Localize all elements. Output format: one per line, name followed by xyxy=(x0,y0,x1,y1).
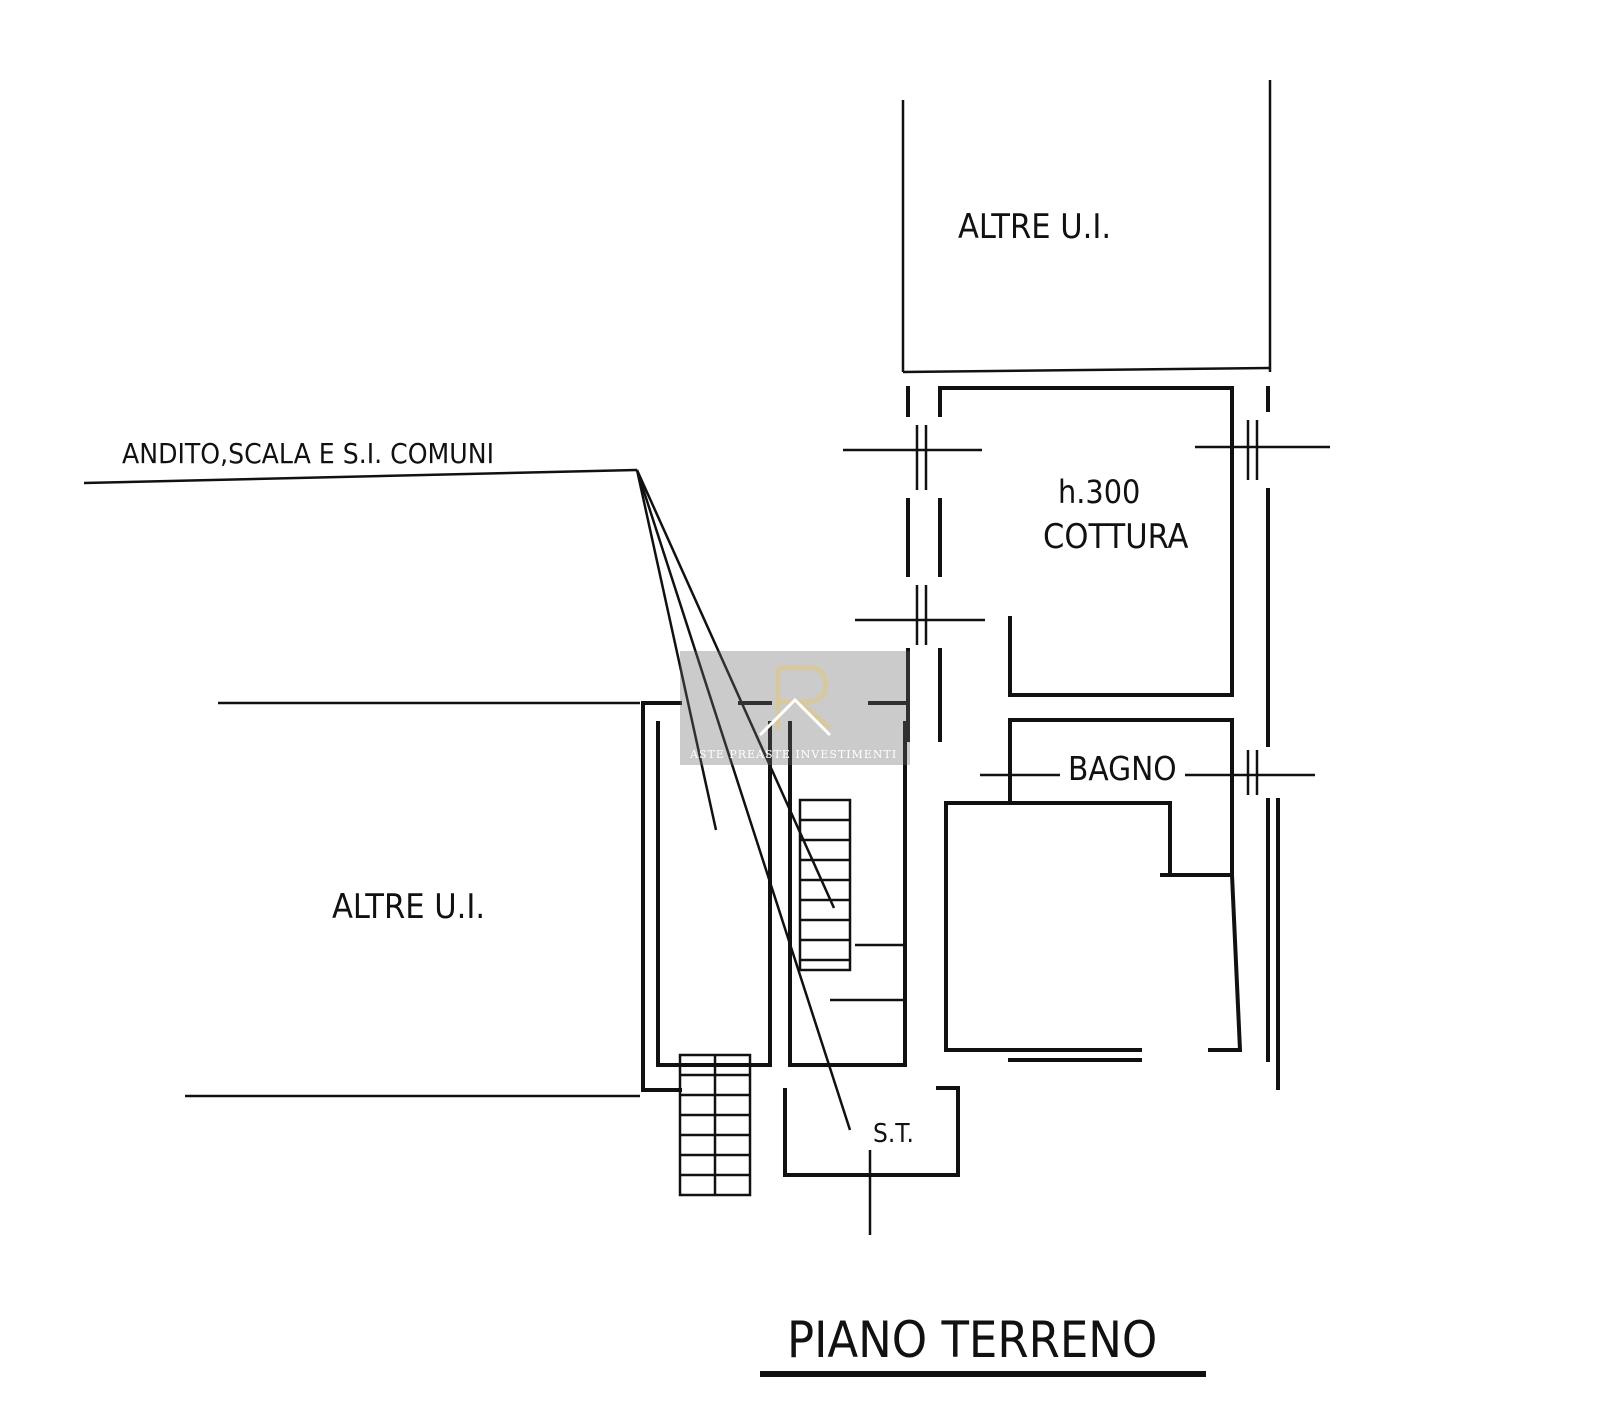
label-bagno: BAGNO xyxy=(1068,749,1177,788)
watermark-logo-icon xyxy=(758,665,832,737)
label-cottura: COTTURA xyxy=(1043,517,1188,557)
label-altre-top: ALTRE U.I. xyxy=(958,207,1111,247)
watermark-text: ASTE PREASTE INVESTIMENTI xyxy=(689,748,897,761)
main-walls xyxy=(906,386,1280,1090)
window-markers xyxy=(843,420,1330,795)
plan-title: PIANO TERRENO xyxy=(787,1311,1157,1369)
left-neighbour-boundary xyxy=(185,701,640,1098)
watermark: ASTE PREASTE INVESTIMENTI xyxy=(680,651,910,765)
label-st: S.T. xyxy=(873,1119,914,1149)
label-height: h.300 xyxy=(1058,473,1140,511)
leader-lines xyxy=(83,468,852,1131)
label-common-area: ANDITO,SCALA E S.I. COMUNI xyxy=(122,437,494,470)
common-block xyxy=(641,701,960,1235)
label-altre-left: ALTRE U.I. xyxy=(332,887,485,927)
upper-neighbour-boundary xyxy=(901,80,1272,374)
